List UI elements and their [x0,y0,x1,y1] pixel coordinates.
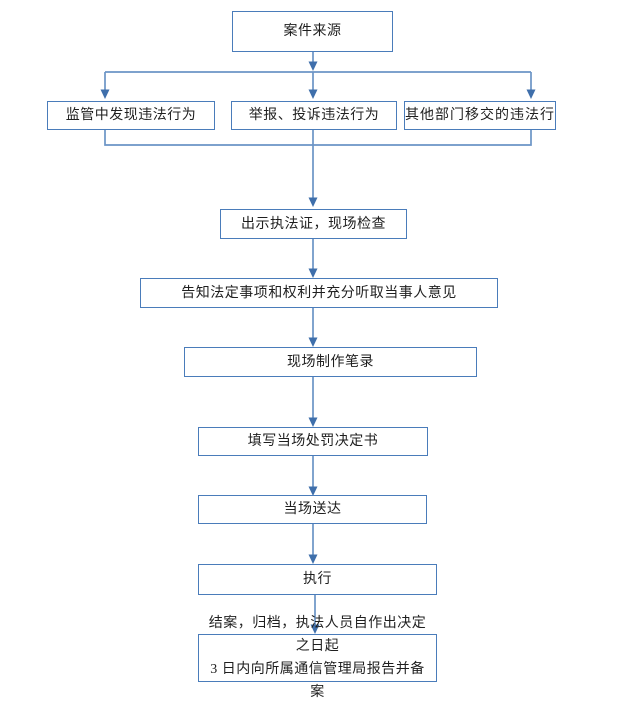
flow-node-source-supervision: 监管中发现违法行为 [47,101,215,130]
flow-node-onsite-delivery: 当场送达 [198,495,427,524]
flow-node-onsite-record: 现场制作笔录 [184,347,477,377]
flow-node-close-file-report: 结案，归档，执法人员自作出决定之日起 3 日内向所属通信管理局报告并备案 [198,616,437,700]
arrowhead-icon [310,624,320,634]
flow-node-source-transfer: 其他部门移交的违法行 [404,101,556,130]
arrowhead-icon [308,89,318,99]
arrowhead-icon [308,268,318,278]
flow-node-case-source: 案件来源 [232,11,393,52]
flow-node-execute: 执行 [198,564,437,595]
arrowhead-icon [308,554,318,564]
arrowhead-icon [526,89,536,99]
arrowhead-icon [308,197,318,207]
flow-node-fill-penalty-decision: 填写当场处罚决定书 [198,427,428,456]
arrowhead-icon [308,417,318,427]
flow-node-inform-rights: 告知法定事项和权利并充分听取当事人意见 [140,278,498,308]
arrowhead-icon [308,337,318,347]
flow-node-show-permit-inspect: 出示执法证，现场检查 [220,209,407,239]
arrowhead-icon [308,61,318,71]
flow-node-source-report: 举报、投诉违法行为 [231,101,397,130]
collector-line [104,130,532,146]
arrowhead-icon [308,486,318,496]
arrowhead-icon [100,89,110,99]
